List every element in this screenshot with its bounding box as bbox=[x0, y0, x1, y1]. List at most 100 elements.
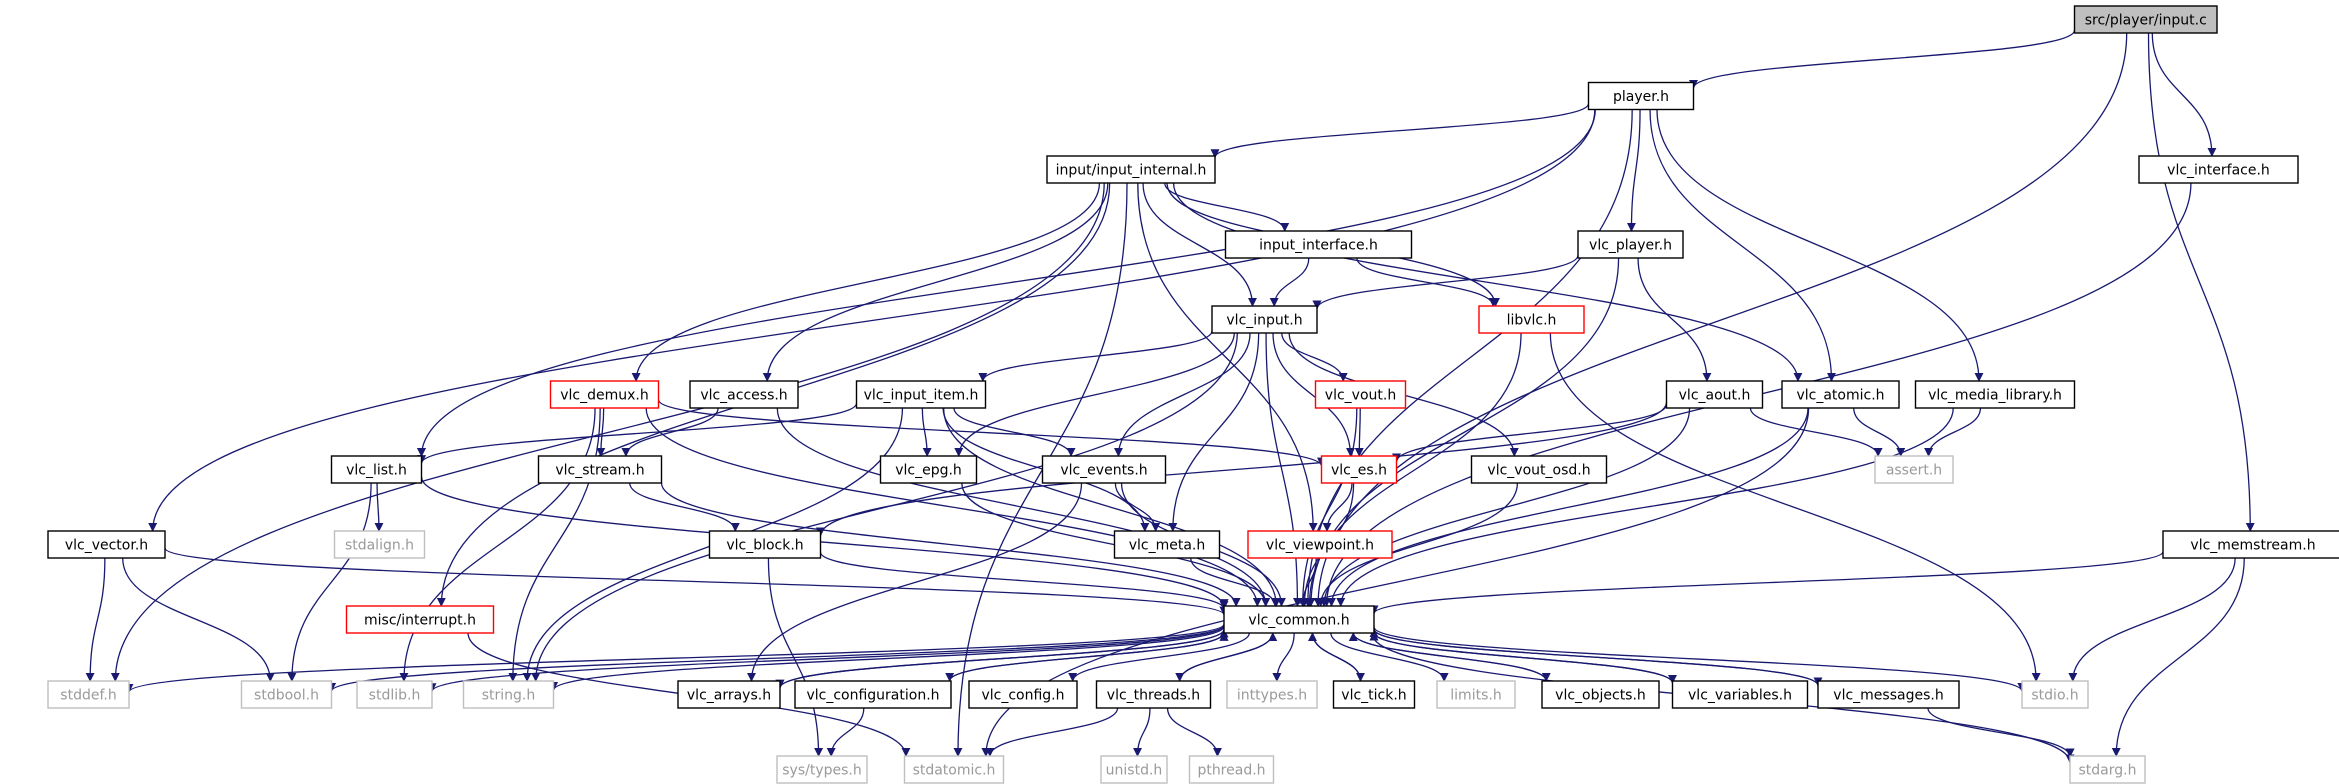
node-label: vlc_input.h bbox=[1226, 313, 1302, 329]
edge-vlc_common-to-stddef bbox=[124, 623, 1225, 693]
edge-vlc_player-to-vlc_aout bbox=[1637, 257, 1712, 382]
node-vlc_objects[interactable]: vlc_objects.h bbox=[1541, 680, 1660, 709]
node-vlc_vector[interactable]: vlc_vector.h bbox=[47, 530, 166, 559]
edge-vlc_common-to-vlc_config bbox=[1068, 632, 1250, 682]
node-vlc_configuration[interactable]: vlc_configuration.h bbox=[794, 680, 952, 709]
node-box bbox=[677, 680, 781, 709]
edge-vlc_demux-to-stdlib bbox=[399, 407, 596, 682]
node-stdatomic[interactable]: stdatomic.h bbox=[903, 755, 1005, 784]
node-stdbool[interactable]: stdbool.h bbox=[240, 680, 333, 709]
node-box bbox=[1665, 380, 1764, 409]
node-vlc_list[interactable]: vlc_list.h bbox=[330, 455, 423, 484]
node-vlc_viewpoint[interactable]: vlc_viewpoint.h bbox=[1247, 530, 1393, 559]
node-vlc_variables[interactable]: vlc_variables.h bbox=[1671, 680, 1809, 709]
node-vlc_es[interactable]: vlc_es.h bbox=[1320, 455, 1398, 484]
node-vlc_atomic[interactable]: vlc_atomic.h bbox=[1781, 380, 1900, 409]
node-vlc_vout[interactable]: vlc_vout.h bbox=[1314, 380, 1407, 409]
edge-vlc_events-to-vlc_meta bbox=[1114, 482, 1161, 532]
node-label: vlc_input_item.h bbox=[864, 388, 979, 404]
node-label: vlc_common.h bbox=[1248, 613, 1349, 629]
edge-vlc_input-to-vlc_meta bbox=[1168, 332, 1260, 532]
edge-vlc_vout-to-vlc_es bbox=[1354, 407, 1364, 457]
node-vlc_common[interactable]: vlc_common.h bbox=[1223, 605, 1375, 634]
node-vlc_block[interactable]: vlc_block.h bbox=[708, 530, 822, 559]
edge-player-to-vlc_media_library bbox=[1656, 109, 1984, 382]
node-label: vlc_player.h bbox=[1589, 238, 1672, 254]
node-vlc_interface[interactable]: vlc_interface.h bbox=[2138, 155, 2299, 184]
node-label: string.h bbox=[482, 688, 536, 704]
edge-vlc_input_item-to-vlc_common bbox=[943, 407, 1281, 607]
node-vlc_input_item[interactable]: vlc_input_item.h bbox=[855, 380, 987, 409]
node-box bbox=[1781, 380, 1900, 409]
node-label: stddef.h bbox=[60, 688, 116, 704]
edge-vlc_common-to-limits bbox=[1330, 632, 1449, 682]
node-label: vlc_access.h bbox=[700, 388, 787, 404]
node-vlc_meta[interactable]: vlc_meta.h bbox=[1113, 530, 1221, 559]
node-vlc_aout[interactable]: vlc_aout.h bbox=[1665, 380, 1764, 409]
node-unistd[interactable]: unistd.h bbox=[1100, 755, 1168, 784]
edge-vlc_input_item-to-vlc_events bbox=[953, 407, 1076, 457]
edge-vlc_block-to-vlc_common bbox=[819, 552, 1229, 610]
node-label: input/input_internal.h bbox=[1056, 163, 1207, 179]
edge-vlc_memstream-to-stdio bbox=[2068, 557, 2236, 682]
node-vlc_memstream[interactable]: vlc_memstream.h bbox=[2162, 530, 2339, 559]
node-root[interactable]: src/player/input.c bbox=[2073, 5, 2218, 34]
node-stdalign[interactable]: stdalign.h bbox=[333, 530, 426, 559]
node-box bbox=[1332, 680, 1416, 709]
node-label: stdlib.h bbox=[369, 688, 421, 704]
node-box bbox=[708, 530, 822, 559]
node-box bbox=[1577, 230, 1684, 259]
node-label: vlc_atomic.h bbox=[1796, 388, 1884, 404]
node-box bbox=[345, 605, 495, 634]
edge-vlc_messages-to-stdarg bbox=[1927, 707, 2075, 758]
node-vlc_access[interactable]: vlc_access.h bbox=[689, 380, 799, 409]
node-limits[interactable]: limits.h bbox=[1436, 680, 1516, 709]
edge-vlc_vector-to-vlc_common bbox=[164, 547, 1229, 616]
node-vlc_events[interactable]: vlc_events.h bbox=[1041, 455, 1167, 484]
node-pthread[interactable]: pthread.h bbox=[1188, 755, 1275, 784]
node-label: vlc_vout.h bbox=[1325, 388, 1396, 404]
node-input_internal[interactable]: input/input_internal.h bbox=[1046, 155, 1216, 184]
edge-vlc_demux-to-vlc_es bbox=[657, 399, 1326, 467]
node-vlc_player[interactable]: vlc_player.h bbox=[1577, 230, 1684, 259]
node-vlc_arrays[interactable]: vlc_arrays.h bbox=[677, 680, 781, 709]
node-inttypes[interactable]: inttypes.h bbox=[1226, 680, 1318, 709]
node-vlc_messages[interactable]: vlc_messages.h bbox=[1817, 680, 1960, 709]
node-stdio[interactable]: stdio.h bbox=[2021, 680, 2089, 709]
node-box bbox=[1914, 380, 2076, 409]
node-vlc_tick[interactable]: vlc_tick.h bbox=[1332, 680, 1416, 709]
node-label: vlc_configuration.h bbox=[806, 688, 939, 704]
node-player[interactable]: player.h bbox=[1587, 81, 1695, 111]
node-box bbox=[1541, 680, 1660, 709]
node-stddef[interactable]: stddef.h bbox=[47, 680, 130, 709]
node-assert[interactable]: assert.h bbox=[1874, 455, 1954, 484]
node-vlc_media_library[interactable]: vlc_media_library.h bbox=[1914, 380, 2076, 409]
node-sys_types[interactable]: sys/types.h bbox=[776, 755, 868, 784]
node-label: vlc_meta.h bbox=[1129, 538, 1206, 554]
node-string[interactable]: string.h bbox=[462, 680, 555, 709]
node-input_interface[interactable]: input_interface.h bbox=[1224, 230, 1413, 259]
node-misc_interrupt[interactable]: misc/interrupt.h bbox=[345, 605, 495, 634]
node-box bbox=[2138, 155, 2299, 184]
node-label: misc/interrupt.h bbox=[364, 613, 476, 629]
node-box bbox=[689, 380, 799, 409]
node-vlc_epg[interactable]: vlc_epg.h bbox=[879, 455, 978, 484]
node-stdlib[interactable]: stdlib.h bbox=[356, 680, 433, 709]
node-libvlc[interactable]: libvlc.h bbox=[1478, 305, 1585, 334]
node-box bbox=[1226, 680, 1318, 709]
node-vlc_config[interactable]: vlc_config.h bbox=[968, 680, 1078, 709]
node-vlc_input[interactable]: vlc_input.h bbox=[1211, 305, 1318, 334]
node-label: vlc_aout.h bbox=[1679, 388, 1751, 404]
node-vlc_threads[interactable]: vlc_threads.h bbox=[1095, 680, 1212, 709]
node-box bbox=[1224, 230, 1413, 259]
node-box bbox=[1671, 680, 1809, 709]
node-box bbox=[1211, 305, 1318, 334]
node-stdarg[interactable]: stdarg.h bbox=[2069, 755, 2146, 784]
edge-vlc_input-to-vlc_common bbox=[1265, 332, 1302, 607]
node-vlc_vout_osd[interactable]: vlc_vout_osd.h bbox=[1470, 455, 1608, 484]
node-vlc_stream[interactable]: vlc_stream.h bbox=[537, 455, 663, 484]
edge-vlc_input_item-to-vlc_list bbox=[417, 403, 858, 465]
edge-layer bbox=[85, 30, 2255, 764]
node-vlc_demux[interactable]: vlc_demux.h bbox=[549, 380, 660, 409]
node-box bbox=[330, 455, 423, 484]
